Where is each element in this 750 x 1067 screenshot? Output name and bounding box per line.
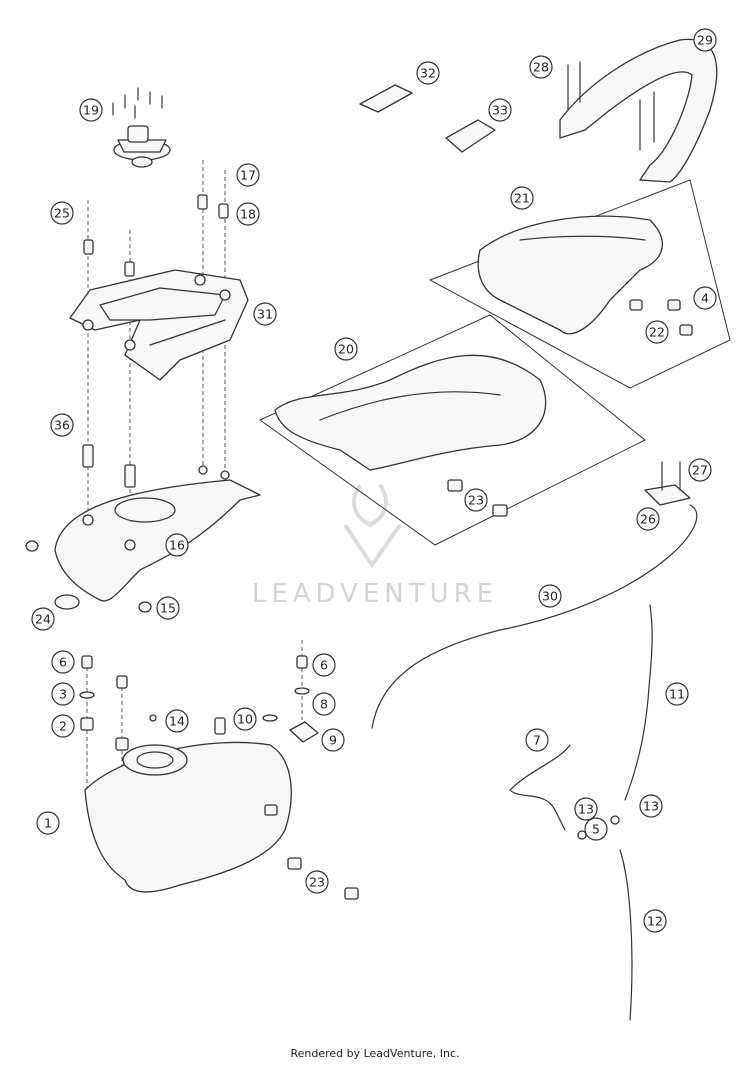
svg-text:20: 20 bbox=[338, 342, 354, 357]
rear-seat-frame bbox=[428, 179, 731, 389]
svg-text:6: 6 bbox=[59, 655, 67, 670]
svg-text:9: 9 bbox=[329, 733, 337, 748]
callout-23-lower: 23 bbox=[305, 870, 329, 894]
callout-14: 14 bbox=[165, 709, 189, 733]
callout-27: 27 bbox=[688, 458, 712, 482]
bolts-and-spacers bbox=[82, 194, 229, 488]
callout-4: 4 bbox=[693, 286, 717, 310]
svg-text:7: 7 bbox=[533, 733, 541, 748]
svg-text:1: 1 bbox=[44, 816, 52, 831]
callout-23-upper: 23 bbox=[464, 488, 488, 512]
callout-11: 11 bbox=[665, 682, 689, 706]
callout-1: 1 bbox=[36, 811, 60, 835]
svg-text:26: 26 bbox=[640, 512, 656, 527]
svg-text:3: 3 bbox=[59, 687, 67, 702]
svg-text:27: 27 bbox=[692, 463, 708, 478]
callout-2: 2 bbox=[51, 714, 75, 738]
svg-text:36: 36 bbox=[54, 418, 70, 433]
svg-text:23: 23 bbox=[468, 493, 484, 508]
fuel-cap-part bbox=[112, 87, 171, 168]
svg-text:32: 32 bbox=[420, 66, 436, 81]
callout-17: 17 bbox=[236, 163, 260, 187]
callout-9: 9 bbox=[321, 728, 345, 752]
grab-handle-part bbox=[559, 38, 718, 183]
svg-text:29: 29 bbox=[697, 33, 713, 48]
callout-32: 32 bbox=[416, 61, 440, 85]
callout-25: 25 bbox=[50, 201, 74, 225]
callout-7: 7 bbox=[525, 728, 549, 752]
callout-26: 26 bbox=[636, 507, 660, 531]
callout-12: 12 bbox=[643, 909, 667, 933]
tank-mount-hardware bbox=[79, 655, 319, 751]
watermark-text: LEADVENTURE bbox=[252, 579, 498, 609]
tank-cover-part bbox=[25, 465, 261, 613]
callout-22: 22 bbox=[645, 320, 669, 344]
callout-24: 24 bbox=[31, 607, 55, 631]
callout-33: 33 bbox=[488, 98, 512, 122]
callout-10: 10 bbox=[233, 707, 257, 731]
callout-31: 31 bbox=[253, 302, 277, 326]
bracket-part bbox=[69, 269, 249, 381]
footer-credit: Rendered by LeadVenture, Inc. bbox=[290, 1047, 460, 1060]
svg-text:22: 22 bbox=[649, 325, 665, 340]
callout-30: 30 bbox=[538, 584, 562, 608]
svg-text:24: 24 bbox=[35, 612, 51, 627]
callout-18: 18 bbox=[236, 202, 260, 226]
svg-text:17: 17 bbox=[240, 168, 256, 183]
svg-text:8: 8 bbox=[320, 697, 328, 712]
callout-6-left: 6 bbox=[51, 650, 75, 674]
callout-6-right: 6 bbox=[312, 653, 336, 677]
svg-text:30: 30 bbox=[542, 589, 558, 604]
callout-19: 19 bbox=[79, 98, 103, 122]
watermark-logo: LEADVENTURE bbox=[252, 483, 498, 609]
svg-text:6: 6 bbox=[320, 658, 328, 673]
front-seat-part bbox=[274, 354, 547, 517]
callout-13-right: 13 bbox=[639, 794, 663, 818]
svg-text:25: 25 bbox=[54, 206, 70, 221]
svg-text:16: 16 bbox=[169, 538, 185, 553]
callout-28: 28 bbox=[529, 55, 553, 79]
callout-8: 8 bbox=[312, 692, 336, 716]
svg-text:4: 4 bbox=[701, 291, 709, 306]
svg-text:33: 33 bbox=[492, 103, 508, 118]
svg-text:5: 5 bbox=[592, 822, 600, 837]
svg-text:11: 11 bbox=[669, 687, 685, 702]
svg-text:13: 13 bbox=[578, 802, 594, 817]
svg-text:28: 28 bbox=[533, 60, 549, 75]
callout-36: 36 bbox=[50, 413, 74, 437]
svg-text:15: 15 bbox=[160, 601, 176, 616]
svg-text:19: 19 bbox=[83, 103, 99, 118]
callout-20: 20 bbox=[334, 337, 358, 361]
svg-text:10: 10 bbox=[237, 712, 253, 727]
svg-text:14: 14 bbox=[169, 714, 185, 729]
callout-5: 5 bbox=[584, 817, 608, 841]
fuel-tank-part bbox=[84, 717, 359, 900]
latch-parts bbox=[359, 84, 496, 153]
svg-text:21: 21 bbox=[514, 191, 530, 206]
svg-text:18: 18 bbox=[240, 207, 256, 222]
svg-text:13: 13 bbox=[643, 799, 659, 814]
rear-seat-part bbox=[477, 215, 693, 336]
callout-16: 16 bbox=[165, 533, 189, 557]
svg-text:2: 2 bbox=[59, 719, 67, 734]
svg-text:31: 31 bbox=[257, 307, 273, 322]
callout-29: 29 bbox=[693, 28, 717, 52]
seat-lock-and-cable bbox=[371, 461, 698, 729]
callout-21: 21 bbox=[510, 186, 534, 210]
callout-3: 3 bbox=[51, 682, 75, 706]
front-seat-frame bbox=[259, 314, 646, 546]
svg-text:12: 12 bbox=[647, 914, 663, 929]
svg-text:23: 23 bbox=[309, 875, 325, 890]
callout-13-left: 13 bbox=[574, 797, 598, 821]
callout-15: 15 bbox=[156, 596, 180, 620]
